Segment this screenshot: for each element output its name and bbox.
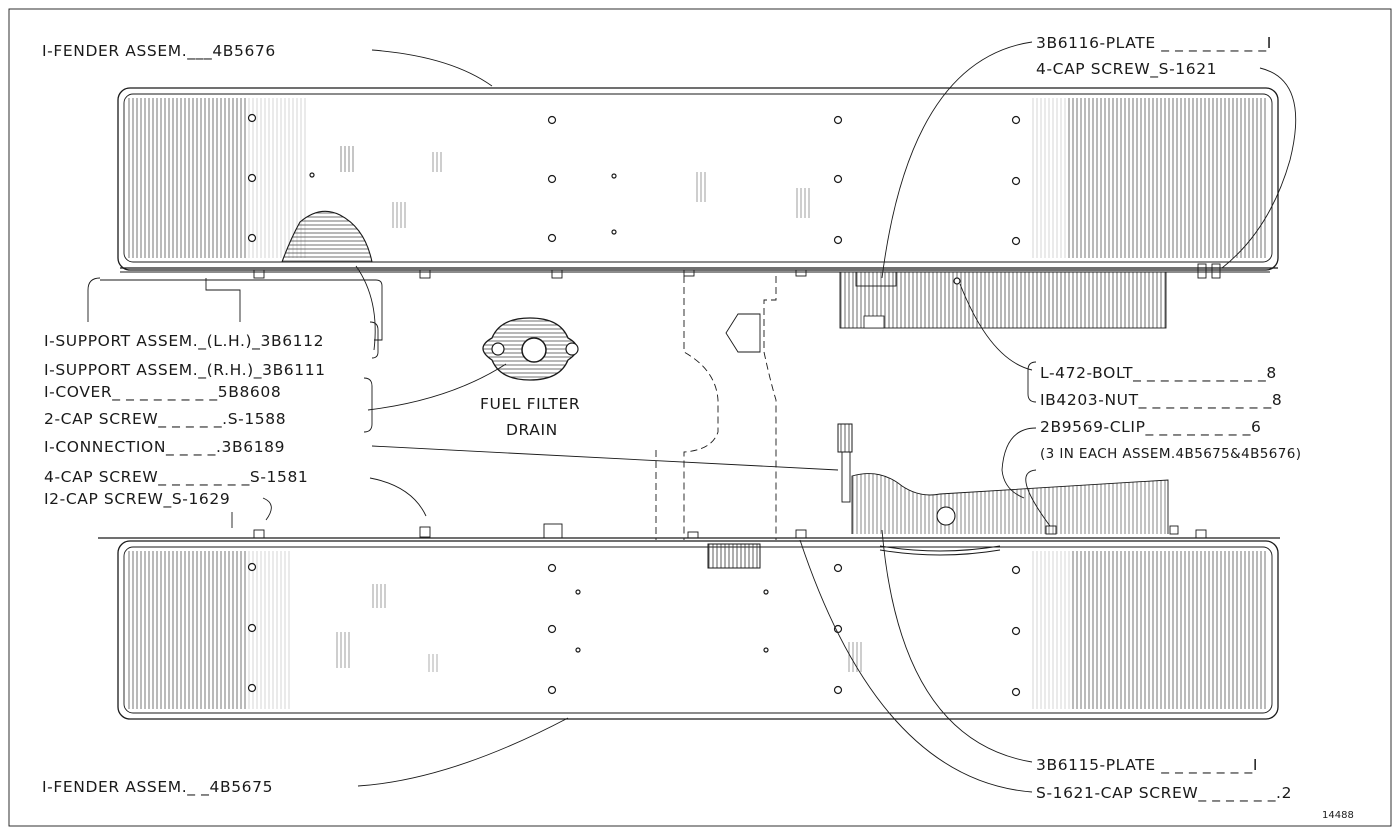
leader-lines [100,41,1297,793]
drawing-border [8,8,1392,827]
lower-plate-and-connection [837,423,1207,539]
top-flange-bolts [253,263,1221,279]
label-plate-bottom: 3B6115-PLATE _ _ _ _ _ _ _I [1036,756,1258,775]
label-clip-note: (3 IN EACH ASSEM.4B5675&4B5676) [1040,446,1301,462]
label-cap-screw-1581: 4-CAP SCREW_ _ _ _ _ _ _S-1581 [44,468,308,487]
label-drain: DRAIN [506,421,558,439]
label-fender-bottom: I-FENDER ASSEM._ _4B5675 [42,778,273,797]
label-nut: IB4203-NUT_ _ _ _ _ _ _ _ _ _8 [1040,391,1282,410]
label-fender-top: I-FENDER ASSEM.___4B5676 [42,42,276,61]
label-cap-screw-1588: 2-CAP SCREW_ _ _ _ _.S-1588 [44,410,286,429]
center-frame-outline [655,276,777,540]
label-cap-screw-1629: I2-CAP SCREW_S-1629 [44,490,230,509]
label-plate-top: 3B6116-PLATE _ _ _ _ _ _ _ _I [1036,34,1272,53]
figure-number: 14488 [1322,810,1354,821]
top-fender-assembly [117,87,1279,273]
label-fuel-filter: FUEL FILTER [480,395,580,413]
label-support-rh: I-SUPPORT ASSEM._(R.H.)_3B6111 [44,361,326,380]
bottom-fender-assembly [98,537,1280,720]
label-support-lh: I-SUPPORT ASSEM._(L.H.)_3B6112 [44,332,324,351]
label-cover: I-COVER_ _ _ _ _ _ _ _5B8608 [44,383,281,402]
label-clip: 2B9569-CLIP_ _ _ _ _ _ _ _6 [1040,418,1261,437]
fuel-filter-cover [482,317,579,381]
label-cap-screw-1621-bottom: S-1621-CAP SCREW_ _ _ _ _ _.2 [1036,784,1292,803]
lower-flange-bolts [253,523,807,539]
label-connection: I-CONNECTION_ _ _ _.3B6189 [44,438,285,457]
top-mounting-plate [839,271,1167,329]
label-cap-screw-1621-top: 4-CAP SCREW_S-1621 [1036,60,1217,79]
label-bolt: L-472-BOLT_ _ _ _ _ _ _ _ _ _8 [1040,364,1277,383]
